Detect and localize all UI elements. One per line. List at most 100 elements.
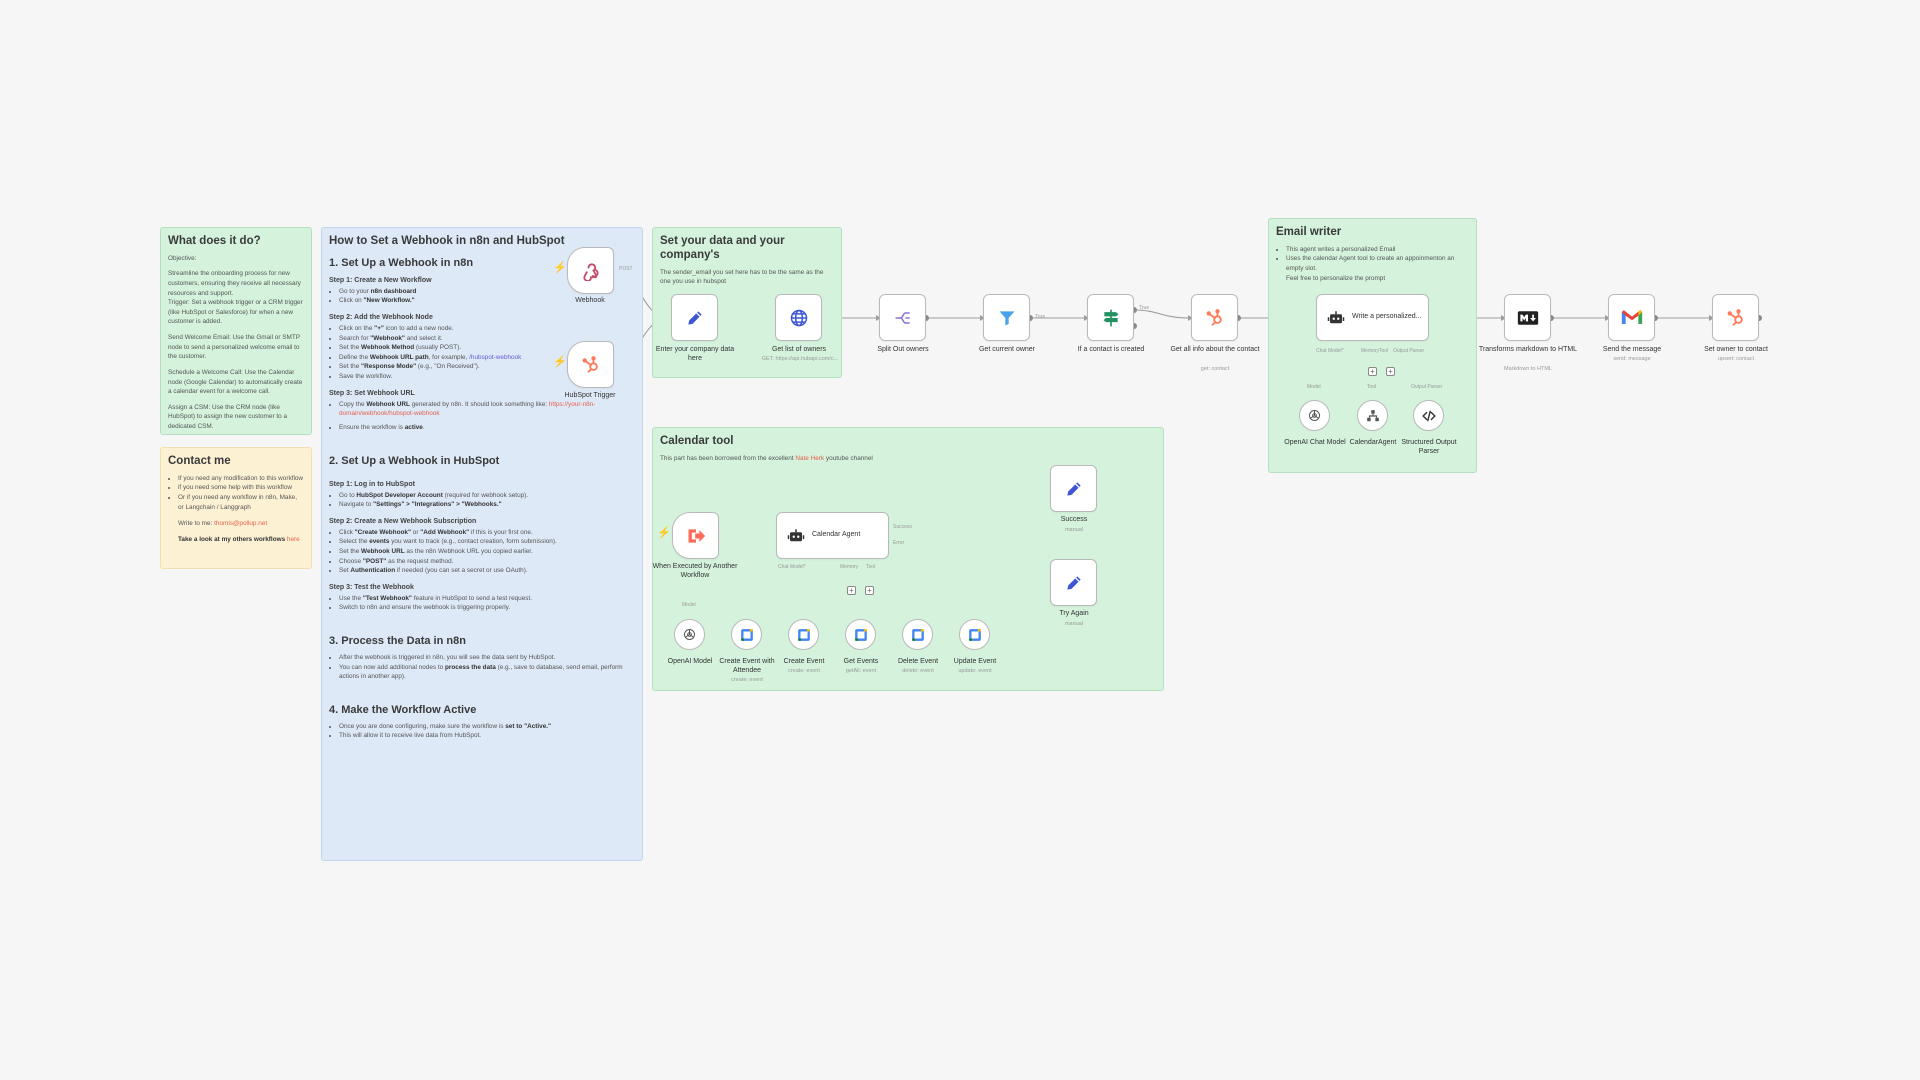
node-label: Update Event	[953, 658, 997, 665]
port-label: Model	[1307, 384, 1321, 390]
markdown-icon	[1517, 310, 1538, 325]
edge-if-getcontact	[1133, 309, 1192, 319]
node-subtitle: get: contact	[1200, 366, 1230, 372]
node-subtitle: manual	[1064, 527, 1084, 533]
port-label: Memory	[1361, 348, 1380, 354]
port-label: Chat Model*	[1316, 348, 1344, 354]
node-set-owner-to-contact[interactable]	[1712, 294, 1759, 341]
workflows-link[interactable]: here	[286, 535, 300, 543]
node-split-out-owners[interactable]	[879, 294, 926, 341]
node-write-personalized-email-agent[interactable]: Write a personalized...	[1316, 294, 1429, 341]
node-subtitle: send: message	[1613, 356, 1651, 362]
list-item: Set the "Response Mode" (e.g., "On Recei…	[339, 362, 554, 372]
node-get-contact-info[interactable]	[1191, 294, 1238, 341]
step-heading: Step 2: Add the Webhook Node	[329, 314, 433, 322]
node-subtitle: create: event	[731, 677, 763, 683]
node-label: Enter your company data here	[655, 346, 735, 362]
add-memory-button[interactable]: +	[847, 586, 856, 595]
text: Take a look at my others workflows here	[178, 535, 300, 543]
text: Feel free to personalize the prompt	[1286, 274, 1386, 282]
robot-icon	[1327, 310, 1345, 323]
sticky-title: Calendar tool	[660, 435, 734, 447]
exec-workflow-icon	[688, 528, 705, 543]
add-tool-button[interactable]: +	[865, 586, 874, 595]
node-label: When Executed by Another Workflow	[652, 563, 738, 579]
node-label: Send the message	[1602, 346, 1662, 353]
trigger-bolt-icon: ⚡	[553, 356, 567, 368]
section-heading: 1. Set Up a Webhook in n8n	[329, 256, 474, 269]
port-label: Tool	[1379, 348, 1389, 354]
sticky-email-writer[interactable]: Email writer This agent writes a persona…	[1268, 218, 1477, 473]
example-url-link[interactable]: https://your-n8n-domain/webhook/hubspot-…	[339, 400, 596, 418]
node-create-event[interactable]	[788, 619, 819, 650]
node-subtitle: create: event	[788, 668, 820, 674]
add-tool-button[interactable]: +	[1386, 367, 1395, 376]
list-item: Define the Webhook URL path, for example…	[339, 353, 554, 363]
node-try-again[interactable]	[1050, 559, 1097, 606]
node-markdown-to-html[interactable]	[1504, 294, 1551, 341]
trigger-bolt-icon: ⚡	[553, 262, 567, 274]
text: Write to me: thomis@pollup.net	[178, 520, 268, 528]
list-item: Ensure the workflow is active.	[339, 423, 635, 433]
text: Streamline the onboarding process for ne…	[168, 270, 301, 297]
google-calendar-icon	[797, 628, 810, 641]
node-enter-company-data[interactable]	[671, 294, 718, 341]
port-label: Output Parser	[1393, 348, 1425, 354]
filter-icon	[999, 310, 1014, 325]
step-heading: Step 1: Log in to HubSpot	[329, 480, 415, 488]
node-get-list-of-owners[interactable]	[775, 294, 822, 341]
if-signpost-icon	[1103, 309, 1118, 326]
node-if-contact-created[interactable]	[1087, 294, 1134, 341]
list-item: Set the Webhook URL as the n8n Webhook U…	[339, 547, 635, 557]
list-item: Click "Create Webhook" or "Add Webhook" …	[339, 528, 635, 538]
port-label: Error	[893, 540, 905, 546]
port-label: True	[1139, 305, 1150, 311]
node-create-event-with-attendee[interactable]	[731, 619, 762, 650]
list-item: Copy the Webhook URL generated by n8n. I…	[339, 400, 635, 419]
node-label: Calendar Agent	[812, 531, 861, 539]
node-get-current-owner[interactable]	[983, 294, 1030, 341]
node-hubspot-trigger[interactable]	[567, 341, 614, 388]
sticky-contact-me[interactable]: Contact me If you need any modification …	[160, 447, 312, 569]
node-calendar-agent-tool[interactable]	[1357, 400, 1388, 431]
node-send-message-gmail[interactable]	[1608, 294, 1655, 341]
text: This part has been borrowed from the exc…	[660, 454, 873, 462]
node-openai-chat-model[interactable]	[1299, 400, 1330, 431]
google-calendar-icon	[968, 628, 981, 641]
list-item: This will allow it to receive live data …	[339, 731, 635, 741]
node-delete-event[interactable]	[902, 619, 933, 650]
node-label: Webhook	[575, 297, 605, 304]
hubspot-icon	[1727, 308, 1743, 326]
section-heading: 3. Process the Data in n8n	[329, 634, 466, 647]
node-label: OpenAI Chat Model	[1284, 439, 1346, 446]
text: Objective:	[168, 254, 197, 262]
text: Send Welcome Email: Use the Gmail or SMT…	[168, 334, 300, 361]
node-calendar-agent[interactable]: Calendar Agent	[776, 512, 889, 559]
node-label: Create Event	[783, 658, 825, 665]
node-label: Write a personalized...	[1352, 313, 1422, 321]
node-subtitle: GET: https://api.hubapi.com/c...	[761, 356, 839, 362]
port-label: POST	[619, 266, 633, 272]
node-openai-model[interactable]	[674, 619, 705, 650]
node-success[interactable]	[1050, 465, 1097, 512]
openai-icon	[684, 629, 695, 640]
sticky-how-to-webhook[interactable]: How to Set a Webhook in n8n and HubSpot …	[321, 227, 643, 861]
port-label: Output Parser	[1411, 384, 1443, 390]
node-get-events[interactable]	[845, 619, 876, 650]
node-update-event[interactable]	[959, 619, 990, 650]
node-subtitle: getAll: event	[845, 668, 877, 674]
email-link[interactable]: thomis@pollup.net	[214, 520, 268, 528]
list-item: Select the events you want to track (e.g…	[339, 537, 635, 547]
node-structured-output-parser[interactable]	[1413, 400, 1444, 431]
sticky-what-does-it-do[interactable]: What does it do? Objective: Streamline t…	[160, 227, 312, 435]
add-memory-button[interactable]: +	[1368, 367, 1377, 376]
step-heading: Step 2: Create a New Webhook Subscriptio…	[329, 517, 477, 525]
list-item: Search for "Webhook" and select it.	[339, 334, 554, 344]
text: Assign a CSM: Use the CRM node (like Hub…	[168, 403, 288, 430]
nate-herk-link[interactable]: Nate Herk	[795, 454, 825, 462]
list-item: Choose "POST" as the request method.	[339, 557, 635, 567]
node-when-executed-by-workflow[interactable]	[672, 512, 719, 559]
node-webhook[interactable]	[567, 247, 614, 294]
globe-icon	[790, 309, 807, 326]
